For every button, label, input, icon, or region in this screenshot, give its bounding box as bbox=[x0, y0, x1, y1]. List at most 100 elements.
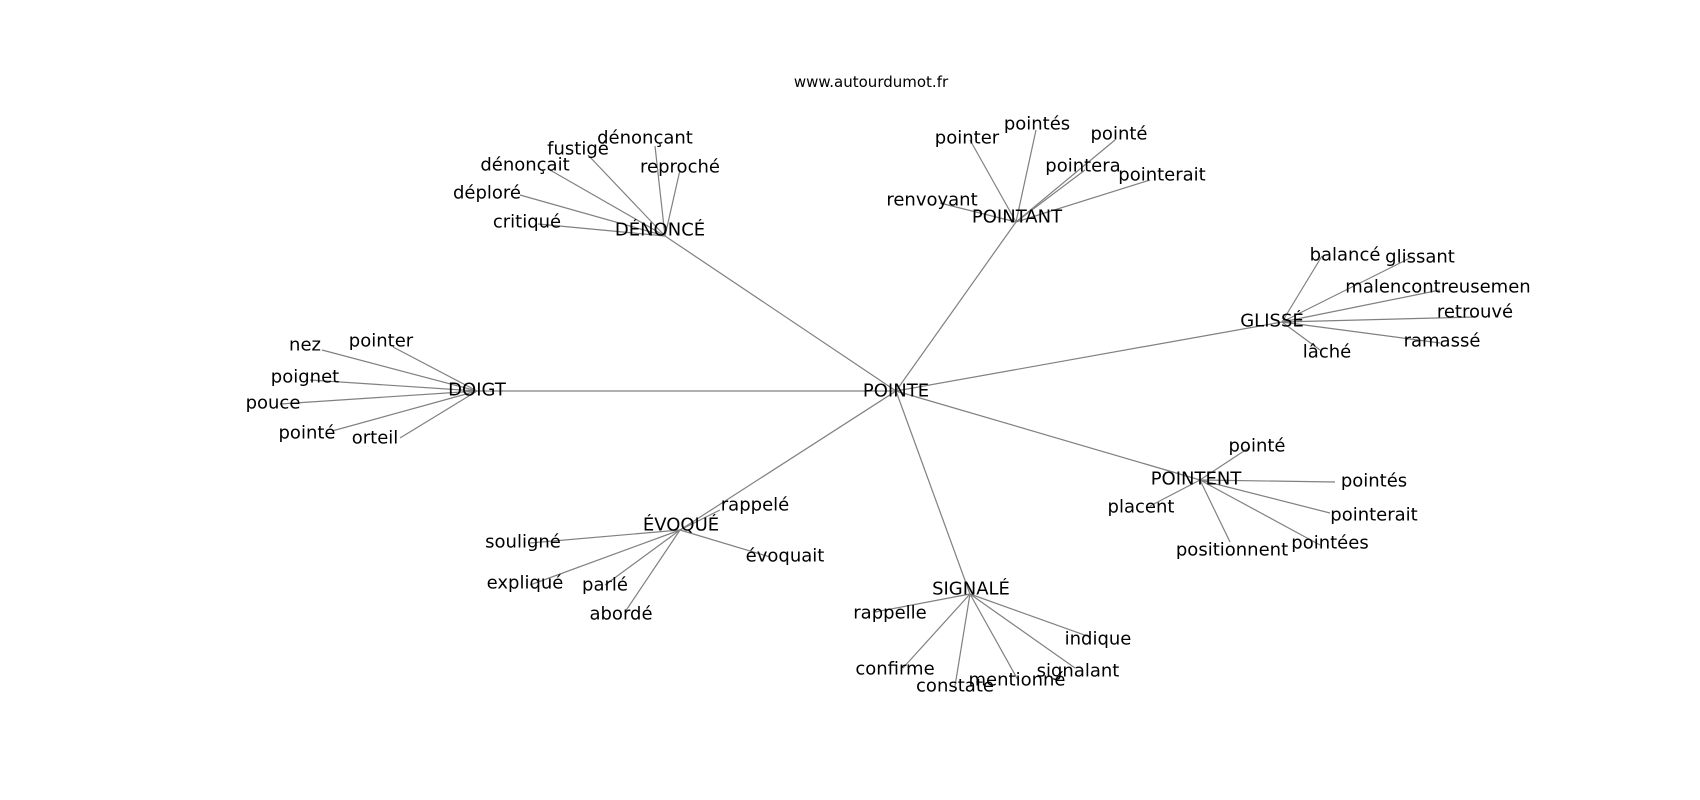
edge-branch-2-to-leaf-6 bbox=[939, 202, 1017, 223]
leaf-node-label: pointé bbox=[1091, 124, 1148, 145]
edge-branch-6-to-leaf-3 bbox=[529, 529, 681, 586]
leaf-node-label: malencontreusemen bbox=[1345, 277, 1530, 298]
leaf-node-label: rappelle bbox=[853, 603, 926, 624]
leaf-node-label: évoquait bbox=[746, 546, 825, 567]
edge-branch-6-to-leaf-5 bbox=[624, 529, 681, 613]
edge-branch-7-to-leaf-1 bbox=[874, 593, 971, 613]
edge-branch-2-to-leaf-2 bbox=[969, 139, 1017, 223]
edge-branch-2-to-leaf-1 bbox=[1015, 129, 1037, 223]
leaf-node-label: pointées bbox=[1291, 533, 1368, 554]
edge-root-to-branch-5 bbox=[895, 390, 1201, 481]
leaf-node-label: retrouvé bbox=[1437, 302, 1513, 323]
branch-node-label: DÉNONCÉ bbox=[615, 219, 705, 241]
edge-branch-1-to-leaf-3 bbox=[664, 169, 681, 237]
leaf-node-label: pointé bbox=[1229, 436, 1286, 457]
edge-branch-1-to-leaf-2 bbox=[587, 154, 666, 237]
edge-branch-6-to-leaf-1 bbox=[679, 509, 721, 531]
edge-root-to-branch-2 bbox=[895, 221, 1017, 392]
leaf-node-label: souligné bbox=[485, 532, 561, 553]
edge-root-to-branch-7 bbox=[895, 390, 971, 595]
source-label: www.autourdumot.fr bbox=[794, 73, 949, 91]
edge-branch-3-to-leaf-2 bbox=[1281, 257, 1411, 323]
edge-branch-5-to-leaf-5 bbox=[1199, 479, 1231, 543]
leaf-node-label: placent bbox=[1108, 497, 1175, 518]
leaf-node-label: pouce bbox=[246, 393, 301, 414]
edge-branch-7-to-leaf-2 bbox=[969, 593, 1091, 638]
edge-branch-4-to-leaf-2 bbox=[321, 349, 478, 392]
branch-node-label: DOIGT bbox=[448, 380, 507, 401]
branch-node-label: SIGNALÉ bbox=[932, 578, 1010, 600]
edge-branch-4-to-leaf-1 bbox=[392, 346, 478, 392]
edge-branch-5-to-leaf-1 bbox=[1199, 446, 1251, 481]
leaf-node-label: pointés bbox=[1004, 114, 1070, 135]
edge-branch-4-to-leaf-3 bbox=[309, 379, 478, 392]
leaf-node-label: expliqué bbox=[487, 573, 564, 594]
edge-branch-3-to-leaf-6 bbox=[1281, 321, 1321, 351]
leaf-node-label: pointés bbox=[1341, 471, 1407, 492]
leaf-node-label: orteil bbox=[352, 428, 399, 449]
leaf-node-label: pointerait bbox=[1118, 165, 1205, 186]
edge-branch-7-to-leaf-4 bbox=[969, 593, 1076, 669]
leaf-node-label: déploré bbox=[453, 183, 521, 204]
edge-branch-7-to-leaf-3 bbox=[902, 593, 971, 669]
leaf-node-label: renvoyant bbox=[886, 190, 977, 211]
edge-branch-6-to-leaf-6 bbox=[679, 529, 771, 558]
edge-branch-5-to-leaf-6 bbox=[1149, 479, 1201, 507]
edge-branch-6-to-leaf-4 bbox=[604, 529, 681, 586]
leaf-node-label: confirme bbox=[855, 659, 934, 680]
edge-branch-2-to-leaf-5 bbox=[1015, 179, 1151, 223]
edge-branch-3-to-leaf-4 bbox=[1281, 316, 1476, 323]
edge-branch-1-to-leaf-1 bbox=[654, 145, 666, 237]
edge-branch-4-to-leaf-4 bbox=[279, 390, 478, 405]
edge-branch-3-to-leaf-3 bbox=[1281, 289, 1441, 323]
leaf-node-label: pointera bbox=[1045, 156, 1120, 177]
leaf-node-label: lâché bbox=[1303, 342, 1351, 363]
leaf-node-label: pointé bbox=[279, 423, 336, 444]
edge-root-to-branch-6 bbox=[679, 390, 897, 531]
graph-edges bbox=[279, 129, 1476, 687]
leaf-node-label: dénonçait bbox=[480, 155, 569, 176]
edge-branch-2-to-leaf-3 bbox=[1015, 139, 1116, 223]
root-node-label: POINTE bbox=[863, 381, 929, 402]
leaf-node-label: fustigé bbox=[547, 139, 609, 160]
edge-branch-4-to-leaf-5 bbox=[331, 390, 478, 432]
leaf-node-label: balancé bbox=[1310, 245, 1381, 266]
leaf-node-label: constate bbox=[916, 676, 994, 697]
leaf-node-label: dénonçant bbox=[597, 128, 693, 149]
leaf-node-label: mentionné bbox=[969, 670, 1066, 691]
leaf-node-label: ramassé bbox=[1404, 331, 1481, 352]
leaf-node-label: rappelé bbox=[721, 495, 789, 516]
edge-root-to-branch-1 bbox=[664, 235, 897, 392]
edge-root-to-branch-3 bbox=[895, 321, 1283, 392]
edge-branch-5-to-leaf-3 bbox=[1199, 479, 1331, 514]
edge-branch-1-to-leaf-6 bbox=[537, 223, 666, 237]
leaf-node-label: signalant bbox=[1037, 661, 1120, 682]
leaf-node-label: nez bbox=[289, 335, 321, 356]
edge-branch-5-to-leaf-2 bbox=[1199, 479, 1336, 483]
edge-branch-1-to-leaf-4 bbox=[549, 169, 666, 237]
leaf-node-label: positionnent bbox=[1176, 540, 1288, 561]
edge-branch-5-to-leaf-4 bbox=[1199, 479, 1321, 546]
leaf-node-label: pointerait bbox=[1330, 505, 1417, 526]
edge-branch-2-to-leaf-4 bbox=[1015, 169, 1086, 223]
branch-node-label: ÉVOQUÉ bbox=[643, 514, 719, 536]
leaf-node-label: abordé bbox=[589, 604, 652, 625]
branch-node-label: POINTANT bbox=[972, 207, 1063, 228]
leaf-node-label: pointer bbox=[935, 128, 1000, 149]
leaf-node-label: poignet bbox=[271, 367, 339, 388]
leaf-node-label: glissant bbox=[1385, 247, 1455, 268]
edge-branch-7-to-leaf-6 bbox=[954, 593, 971, 687]
branch-node-label: GLISSÉ bbox=[1240, 310, 1304, 332]
branch-node-label: POINTENT bbox=[1151, 469, 1243, 490]
edge-branch-3-to-leaf-5 bbox=[1281, 321, 1441, 344]
leaf-node-label: pointer bbox=[349, 331, 414, 352]
leaf-node-label: indique bbox=[1065, 629, 1132, 650]
edge-branch-6-to-leaf-2 bbox=[529, 529, 681, 544]
edge-branch-7-to-leaf-5 bbox=[969, 593, 1019, 681]
leaf-node-label: parlé bbox=[582, 575, 628, 596]
edge-branch-4-to-leaf-6 bbox=[399, 390, 478, 439]
leaf-node-label: reproché bbox=[640, 157, 720, 178]
leaf-node-label: critiqué bbox=[493, 212, 561, 233]
